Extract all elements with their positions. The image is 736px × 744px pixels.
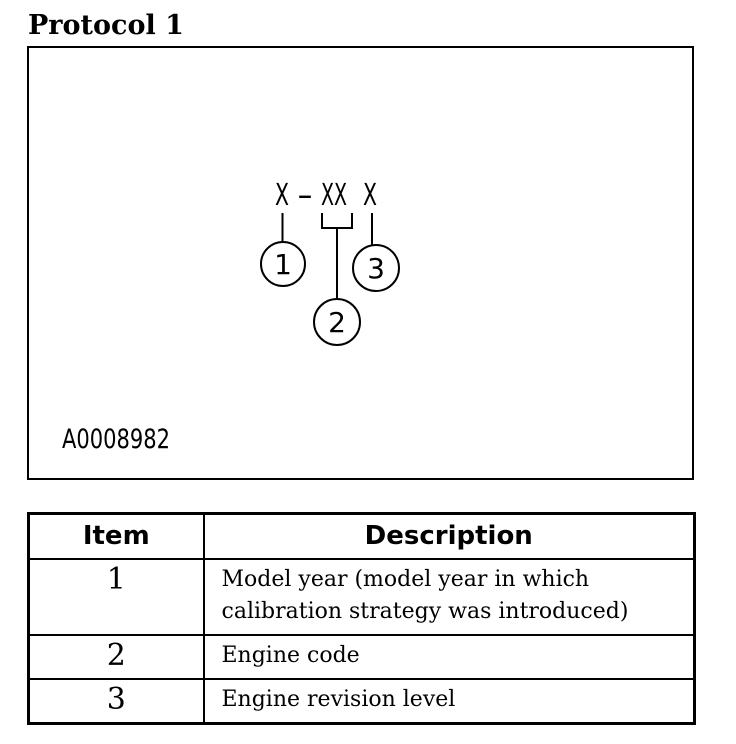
code-part-engine-code: XX — [321, 178, 347, 213]
item-number-cell: 3 — [27, 678, 205, 725]
column-header-item: Item — [27, 512, 205, 560]
item-number-cell: 2 — [27, 634, 205, 680]
code-format-diagram: X - XX X 1 2 3 A0008982 — [62, 178, 400, 455]
callout-number-3: 3 — [367, 252, 385, 285]
figure-frame: X - XX X 1 2 3 A0008982 — [27, 46, 694, 480]
callout-circle-1 — [260, 241, 306, 287]
table-row: 3 Engine revision level — [27, 678, 696, 725]
item-description-cell: Engine revision level — [202, 678, 696, 725]
code-separator-dash: - — [297, 178, 313, 213]
callout-number-2: 2 — [328, 306, 346, 339]
item-description-table: Item Description 1 Model year (model yea… — [27, 512, 696, 725]
page-title: Protocol 1 — [28, 10, 184, 41]
table-header-row: Item Description — [27, 512, 696, 560]
item-number-cell: 1 — [27, 558, 205, 636]
column-header-description: Description — [202, 512, 696, 560]
item-description-cell: Model year (model year in which calibrat… — [202, 558, 696, 636]
code-part-model-year: X — [275, 178, 289, 213]
table-row: 1 Model year (model year in which calibr… — [27, 558, 696, 636]
code-part-revision: X — [363, 178, 377, 213]
callout-circle-3 — [352, 244, 400, 292]
callout-circle-2 — [313, 298, 361, 346]
item-description-cell: Engine code — [202, 634, 696, 680]
callout-number-1: 1 — [274, 248, 292, 281]
figure-reference-label: A0008982 — [62, 424, 170, 455]
table-row: 2 Engine code — [27, 634, 696, 680]
leader-bracket-2 — [321, 213, 353, 229]
